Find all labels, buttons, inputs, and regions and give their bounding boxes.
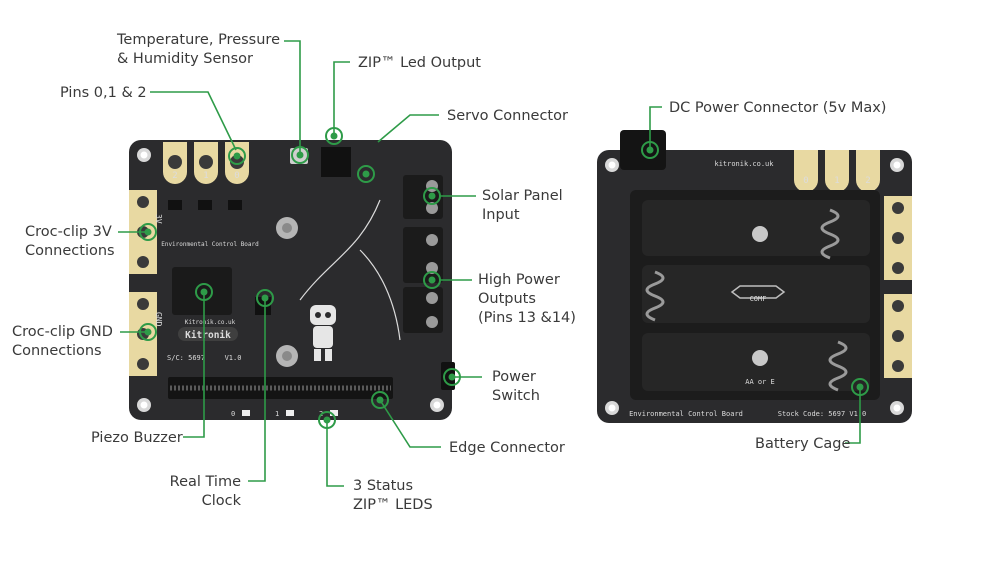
front-servo-header (321, 147, 351, 177)
label-temp-sensor: Temperature, Pressure & Humidity Sensor (117, 31, 280, 69)
label-rtc: Real Time Clock (163, 473, 241, 511)
callout-markers (139, 127, 869, 429)
back-pad-label-0: 0 (803, 176, 808, 186)
front-top-pads: 2 1 0 (163, 142, 249, 184)
label-croc-3v-line1: Croc-clip 3V (25, 224, 112, 240)
label-high-power-line2: Outputs (478, 291, 536, 307)
back-battery-mark-aa: AA or E (745, 378, 775, 386)
label-pins: Pins 0,1 & 2 (60, 85, 147, 101)
label-dc-power: DC Power Connector (5v Max) (669, 100, 887, 116)
back-battery-mark-comf: COMF (750, 295, 767, 303)
robot-mascot (310, 305, 336, 361)
front-version: V1.0 (225, 354, 242, 362)
front-brand: Kitronik (185, 330, 231, 341)
label-croc-3v: Croc-clip 3V Connections (25, 223, 115, 261)
front-pad-label-0: 0 (234, 171, 239, 181)
back-website: kitronik.co.uk (714, 160, 774, 168)
leader-lines (118, 40, 861, 487)
front-screw-terminals (403, 175, 443, 333)
label-servo: Servo Connector (447, 108, 568, 124)
label-zip-led: ZIP™ Led Output (358, 55, 481, 71)
back-pad-label-2: 2 (865, 176, 870, 186)
label-high-power-line3: (Pins 13 &14) (478, 310, 576, 326)
label-temp-sensor-line1: Temperature, Pressure (117, 32, 280, 48)
label-rtc-line1: Real Time (169, 474, 241, 490)
label-croc-gnd: Croc-clip GND Connections (12, 323, 113, 361)
front-pad-label-1: 1 (203, 171, 208, 181)
front-board-name: Environmental Control Board (161, 241, 259, 248)
label-status-leds-line2: ZIP™ LEDS (353, 497, 433, 513)
label-battery: Battery Cage (755, 436, 851, 452)
back-board: 0 1 2 kitronik.co.uk COMF AA or E Enviro… (597, 130, 912, 423)
label-croc-gnd-line1: Croc-clip GND (12, 324, 113, 340)
label-solar-line1: Solar Panel (482, 188, 563, 204)
label-edge: Edge Connector (449, 440, 565, 456)
label-rtc-line2: Clock (201, 493, 241, 509)
label-piezo: Piezo Buzzer (91, 430, 183, 446)
front-gnd-label: GND (154, 312, 163, 327)
back-footer-right: Stock Code: 5697 V1.0 (778, 410, 867, 418)
front-pad-label-2: 2 (172, 171, 177, 181)
front-3v-label: 3V (154, 214, 163, 224)
label-solar-line2: Input (482, 207, 520, 223)
front-led-label-1: 1 (275, 410, 279, 418)
label-power-switch: Power Switch (492, 368, 540, 406)
front-stock-code: S/C: 5697 (167, 354, 205, 362)
label-croc-gnd-line2: Connections (12, 343, 102, 359)
label-croc-3v-line2: Connections (25, 243, 115, 259)
label-temp-sensor-line2: & Humidity Sensor (117, 51, 253, 67)
label-status-leds: 3 Status ZIP™ LEDS (353, 477, 433, 515)
label-power-switch-line2: Switch (492, 388, 540, 404)
back-footer-left: Environmental Control Board (629, 410, 743, 418)
label-power-switch-line1: Power (492, 369, 536, 385)
label-status-leds-line1: 3 Status (353, 478, 414, 494)
front-website: Kitronik.co.uk (185, 319, 236, 326)
label-high-power: High Power Outputs (Pins 13 &14) (478, 271, 576, 328)
back-battery-cage: COMF AA or E (630, 190, 880, 400)
back-pad-label-1: 1 (834, 176, 839, 186)
label-solar: Solar Panel Input (482, 187, 563, 225)
label-high-power-line1: High Power (478, 272, 560, 288)
front-board: 2 1 0 3V GND (129, 140, 455, 420)
front-led-label-0: 0 (231, 410, 235, 418)
front-edge-connector (168, 377, 393, 399)
